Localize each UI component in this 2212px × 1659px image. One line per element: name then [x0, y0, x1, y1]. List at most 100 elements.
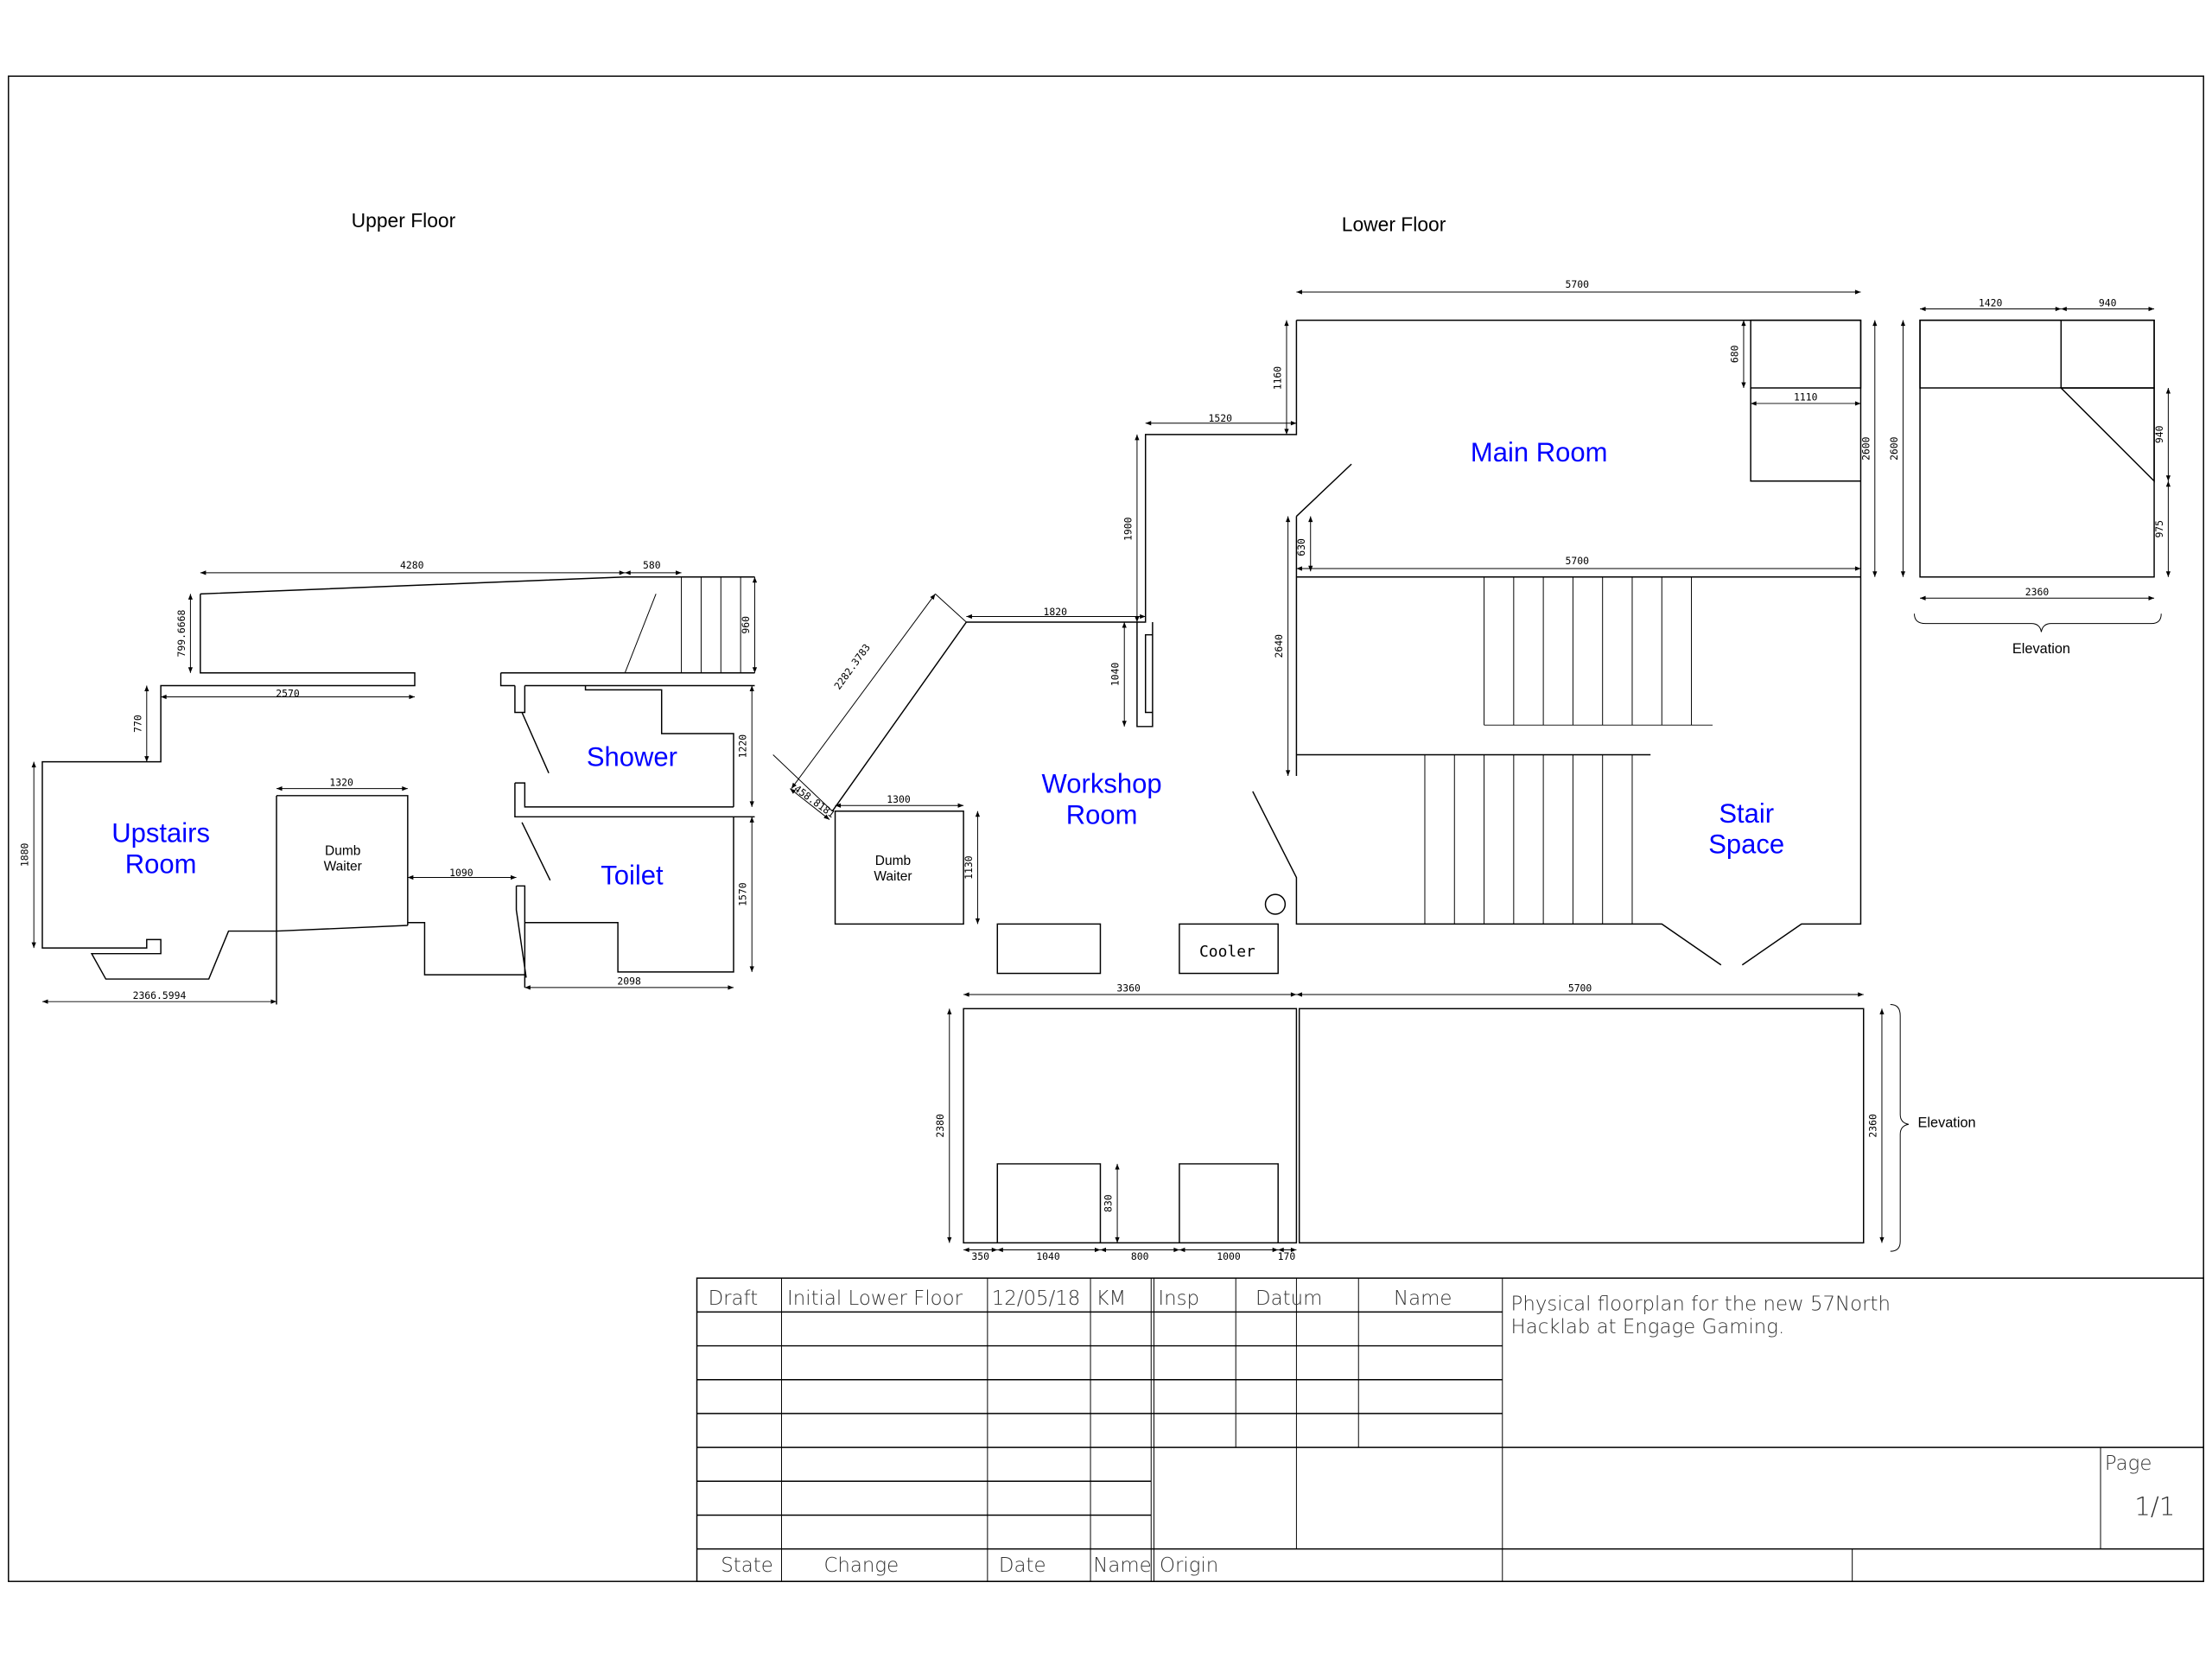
- brace-icon: [1890, 1003, 1910, 1252]
- dimension-value: 630: [1295, 538, 1307, 556]
- state-cell: Draft: [709, 1287, 759, 1310]
- insp-header: Insp: [1158, 1287, 1199, 1310]
- dimension-value: 4280: [400, 559, 424, 571]
- dimension: 1820: [966, 606, 1146, 620]
- dimension-value: 1570: [737, 882, 749, 906]
- dimension: 1300: [835, 793, 964, 808]
- dimension: 960: [740, 576, 758, 673]
- dimension-value: 458.8181: [791, 783, 837, 821]
- text-line: Stair: [1719, 798, 1774, 829]
- dimension-value: 1520: [1209, 412, 1233, 424]
- dimension-value: 2570: [276, 688, 300, 700]
- dimension: 1880: [19, 761, 36, 949]
- dimension-value: 799.6668: [175, 609, 188, 657]
- dimension: 1160: [1271, 320, 1289, 435]
- drawing-line: [624, 576, 741, 673]
- title-block: Draft Initial Lower Floor 12/05/18 KM In…: [696, 1277, 2204, 1582]
- drawing-line: [1252, 319, 1862, 966]
- dimension: 2360: [1866, 1008, 1885, 1243]
- dimension-value: 1160: [1271, 366, 1283, 391]
- text-line: Upstairs: [111, 818, 210, 849]
- drawing-line: [1750, 387, 1861, 482]
- footer-origin: Origin: [1160, 1554, 1218, 1577]
- drawing-line: [1484, 576, 1713, 726]
- hatched-area: [1750, 319, 1862, 389]
- dimension: 1040: [997, 1247, 1101, 1262]
- dimension-value: 2600: [1859, 436, 1872, 461]
- dimension-value: 770: [131, 715, 143, 733]
- drawing-line: [963, 1007, 1298, 1244]
- dimension: 1000: [1179, 1247, 1279, 1262]
- upper-floor-title: Upper Floor: [352, 209, 456, 232]
- dimension-line: [789, 788, 830, 820]
- dimension-value: 580: [643, 559, 661, 571]
- drawing-line: [696, 1311, 2204, 1550]
- dimension-value: 940: [2153, 425, 2165, 443]
- dimension-value: 350: [971, 1250, 989, 1262]
- text-line: Room: [125, 849, 197, 880]
- dimension-value: 2640: [1273, 634, 1285, 658]
- dimension: 3360: [963, 982, 1297, 997]
- dimension: 2380: [934, 1008, 952, 1243]
- footer-state: State: [721, 1554, 772, 1577]
- drawing-line: [772, 593, 967, 812]
- dimension-value: 1880: [19, 843, 31, 868]
- dimension-value: 2366.5994: [133, 989, 187, 1001]
- dimension: 1900: [1122, 434, 1140, 622]
- dimension-value: 975: [2153, 520, 2165, 538]
- dimension: 5700: [1296, 555, 1861, 571]
- drawing-line: [514, 782, 755, 881]
- dimension: 4280: [200, 559, 626, 575]
- dimension-value: 2360: [2025, 586, 2050, 598]
- page-number: 1/1: [2134, 1491, 2175, 1521]
- text-line: Waiter: [874, 869, 912, 884]
- dimension: 458.8181: [789, 783, 837, 821]
- dimension-value: 5700: [1566, 555, 1590, 567]
- dimension: 770: [131, 685, 149, 762]
- dimension: 2570: [161, 688, 415, 700]
- dimension-value: 1420: [1979, 296, 2003, 308]
- drawing-line: [1295, 463, 1861, 776]
- revision-row-1: Draft Initial Lower Floor 12/05/18 KM: [709, 1287, 1127, 1310]
- elevation-right-label: Elevation: [2012, 641, 2070, 657]
- footer-date: Date: [999, 1554, 1046, 1577]
- dimension: 1320: [276, 776, 408, 791]
- drawing-line: [1424, 754, 1633, 925]
- dimension: 1220: [737, 685, 754, 807]
- text-line: Room: [1066, 799, 1138, 830]
- dimension-value: 2282.3783: [831, 641, 873, 691]
- cooler-box: [1179, 923, 1279, 975]
- cabinet-box: [996, 923, 1102, 975]
- elevation-bottom: Elevation: [963, 1003, 1976, 1252]
- dumb-waiter-lower: [834, 810, 964, 925]
- pillar-circle: [1264, 893, 1287, 915]
- dimension: 680: [1728, 320, 1746, 388]
- dimension: 2098: [524, 976, 734, 990]
- room-label-main: Main Room: [1471, 437, 1608, 467]
- drawing-line: [831, 320, 1298, 812]
- dimension-value: 830: [1103, 1194, 1115, 1212]
- dimension-value: 3360: [1116, 982, 1141, 995]
- dimension-value: 1130: [963, 855, 975, 880]
- dimension-value: 800: [1131, 1250, 1149, 1262]
- change-cell: Initial Lower Floor: [787, 1287, 963, 1310]
- elevation-right: Elevation: [1914, 319, 2162, 657]
- drawing-line: [1919, 319, 2155, 578]
- label-cooler: Cooler: [1199, 943, 1255, 961]
- text-line: Waiter: [324, 859, 362, 874]
- dimension: 2640: [1273, 516, 1291, 776]
- dimension: 1420: [1920, 296, 2062, 312]
- text-line: Dumb: [325, 843, 360, 858]
- footer-change: Change: [823, 1554, 899, 1577]
- text-line: Workshop: [1042, 769, 1162, 799]
- dimension: 1090: [407, 867, 517, 880]
- dimension-value: 1220: [737, 734, 749, 759]
- dimension-value: 2098: [617, 976, 641, 988]
- drawing-line: [696, 1277, 2204, 1582]
